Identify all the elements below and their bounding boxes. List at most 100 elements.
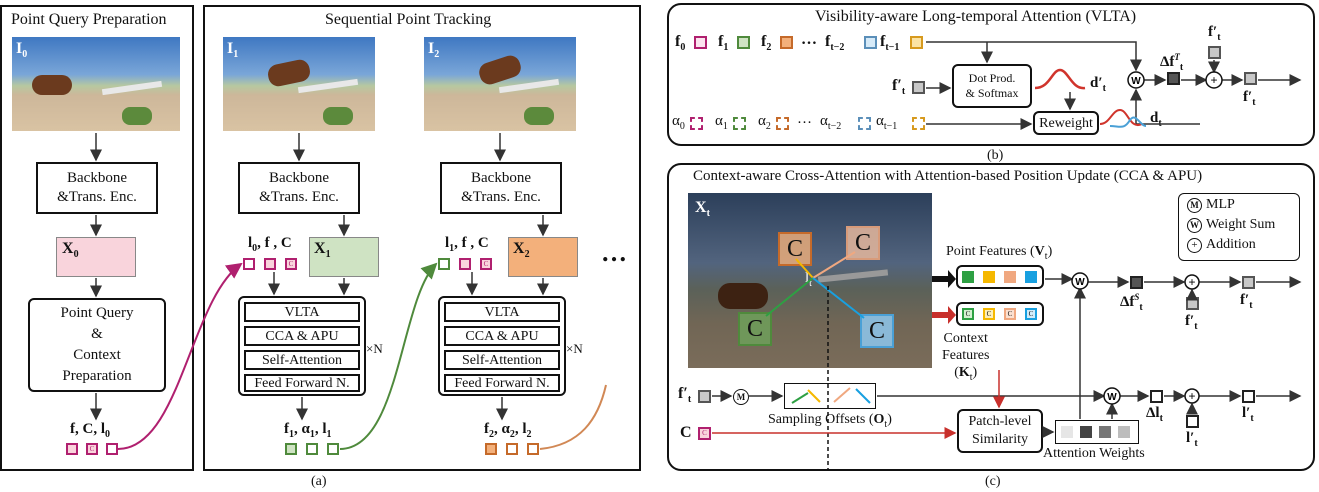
lt-label: lt <box>805 270 812 289</box>
sampling-offsets-box <box>784 383 876 409</box>
frame-0-photo <box>12 37 180 131</box>
f0-label: f0 <box>675 33 686 54</box>
aw-2 <box>1080 426 1092 438</box>
frame-2-label: I2 <box>428 40 440 61</box>
alpha-token-2 <box>506 443 518 455</box>
delta-fs-label: ΔfSt <box>1120 292 1143 313</box>
pf-peach <box>1004 271 1016 283</box>
cf-blue: C <box>1025 308 1037 320</box>
at1-label: αt−1 <box>876 113 898 132</box>
cf-green: C <box>962 308 974 320</box>
vlta-layer-2: VLTA <box>444 302 560 322</box>
xt-label: Xt <box>695 199 710 220</box>
cca-layer-2: CCA & APU <box>444 326 560 346</box>
caption-b: (b) <box>987 148 1004 163</box>
feature-map-x2 <box>508 237 578 277</box>
f-token-2 <box>485 443 497 455</box>
lt-out-token <box>1242 390 1255 403</box>
alpha-token-1 <box>306 443 318 455</box>
a0-token <box>690 117 703 130</box>
vlta-layer-1: VLTA <box>244 302 360 322</box>
sampling-offsets-label: Sampling Offsets (Ot) <box>768 412 892 430</box>
a1-token <box>733 117 746 130</box>
aw-4 <box>1118 426 1130 438</box>
input-1-label: l0, f , C <box>248 235 292 254</box>
f-token-1 <box>285 443 297 455</box>
delta-f-t-label: ΔfTt <box>1160 52 1184 73</box>
aw-1 <box>1061 426 1073 438</box>
f0-token <box>694 36 707 49</box>
point-query-title: Point Query Preparation <box>11 11 167 28</box>
ft-out-token-b <box>1244 72 1257 85</box>
a-ellipsis: … <box>797 111 812 127</box>
times-n-2: ×N <box>566 341 583 356</box>
lt-in-label: l′t <box>1186 430 1198 449</box>
point-features-label: Point Features (Vt) <box>946 244 1053 262</box>
l-token-0 <box>106 443 118 455</box>
c-token: C <box>698 427 711 440</box>
f-token-in1 <box>264 258 276 270</box>
c-token-in2: C <box>480 258 492 270</box>
output-0-label: f, C, l0 <box>70 421 110 440</box>
legend-addition: +Addition <box>1187 237 1256 253</box>
patch-bottom-right: C <box>860 314 894 348</box>
delta-f-t-token <box>1167 72 1180 85</box>
ffn-layer-2: Feed Forward N. <box>444 374 560 392</box>
sa-layer-1: Self-Attention <box>244 350 360 370</box>
patch-top-left: C <box>778 232 812 266</box>
mlp-icon: M <box>1187 198 1202 213</box>
delta-l-token <box>1150 390 1163 403</box>
frame-2-photo <box>424 37 576 131</box>
l-token-2 <box>527 443 539 455</box>
c-token-0: C <box>86 443 98 455</box>
delta-fs-token <box>1130 276 1143 289</box>
output-1-label: f1, α1, l1 <box>284 421 332 440</box>
ft-prime-label: f′t <box>892 77 906 98</box>
ft-prime-token <box>912 81 925 94</box>
d-label: dt <box>1150 110 1162 129</box>
attention-weights-label: Attention Weights <box>1043 446 1145 461</box>
at2-label: αt−2 <box>820 113 842 132</box>
frame-0-label: I0 <box>16 40 28 61</box>
l-token-1 <box>327 443 339 455</box>
pf-green <box>962 271 974 283</box>
sa-layer-2: Self-Attention <box>444 350 560 370</box>
c-label: C <box>680 424 692 441</box>
x1-label: X1 <box>314 240 331 261</box>
cf-yellow: C <box>983 308 995 320</box>
ft-out-c-token <box>1242 276 1255 289</box>
cf-peach: C <box>1004 308 1016 320</box>
ft2-token <box>864 36 877 49</box>
point-query-panel <box>0 5 194 471</box>
ft-out-label-b: f′t <box>1243 89 1256 108</box>
ft1-label: ft−1 <box>880 33 900 54</box>
a1-label: α1 <box>715 113 728 132</box>
backbone-box-1: Backbone&Trans. Enc. <box>238 162 360 214</box>
d-prime-label: d′t <box>1090 75 1106 94</box>
ft-top-label: f′t <box>1208 24 1221 43</box>
ft-out-c-label: f′t <box>1240 292 1253 311</box>
c-token-in1: C <box>285 258 297 270</box>
delta-l-label: Δlt <box>1146 405 1163 424</box>
a0-label: α0 <box>672 113 685 132</box>
f2-label: f2 <box>761 33 772 54</box>
vlta-title: Visibility-aware Long-temporal Attention… <box>815 8 1137 25</box>
ft-in-c-token <box>1186 297 1199 310</box>
x0-label: X0 <box>62 240 79 261</box>
f-token-in2 <box>459 258 471 270</box>
frame-1-label: I1 <box>227 40 239 61</box>
weight-sum-icon: W <box>1187 218 1202 233</box>
reweight-box: Reweight <box>1033 111 1099 135</box>
cca-panel <box>667 163 1315 471</box>
f1-token <box>737 36 750 49</box>
caption-c: (c) <box>985 474 1001 489</box>
backbone-box-2: Backbone&Trans. Enc. <box>440 162 562 214</box>
cca-layer-1: CCA & APU <box>244 326 360 346</box>
x2-label: X2 <box>513 240 530 261</box>
lt-in-token <box>1186 415 1199 428</box>
f-ellipsis: … <box>801 31 817 48</box>
ft1-token <box>910 36 923 49</box>
ft-top-token <box>1208 46 1221 59</box>
